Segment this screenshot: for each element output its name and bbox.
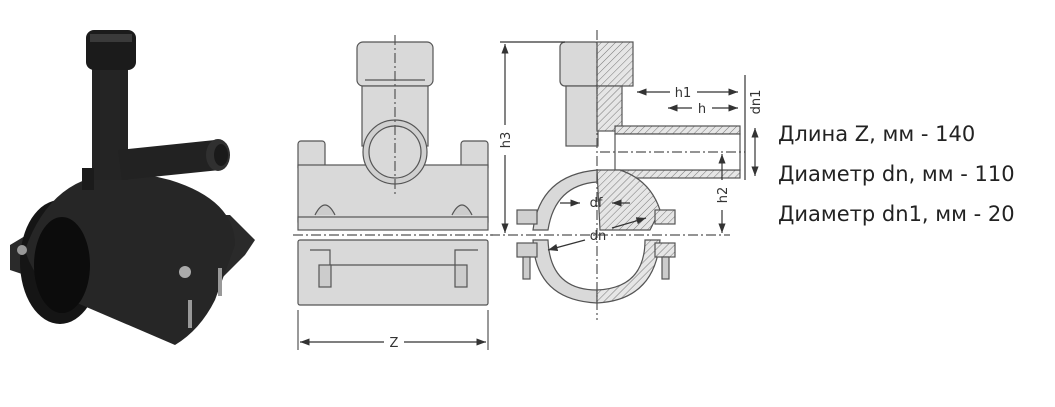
spec-diameter-dn1: Диаметр dn1, мм - 20: [778, 202, 1015, 226]
dim-dn1-label: dn1: [749, 90, 764, 115]
spec-diameter-dn: Диаметр dn, мм - 110: [778, 162, 1015, 186]
dim-h3-label: h3: [499, 132, 514, 149]
product-photo: [10, 30, 255, 345]
spec-length-z: Длина Z, мм - 140: [778, 122, 976, 146]
dim-h1-label: h1: [675, 86, 692, 101]
spec-list: Длина Z, мм - 140 Диаметр dn, мм - 110 Д…: [778, 114, 1015, 234]
dim-dn-label: dn: [590, 229, 607, 244]
front-view-drawing: [293, 35, 493, 350]
dim-df-label: df: [590, 196, 603, 211]
side-view-drawing: [490, 30, 759, 320]
dim-z-label: Z: [390, 336, 399, 351]
dim-h-label: h: [698, 102, 706, 117]
dim-h2-label: h2: [716, 187, 731, 204]
